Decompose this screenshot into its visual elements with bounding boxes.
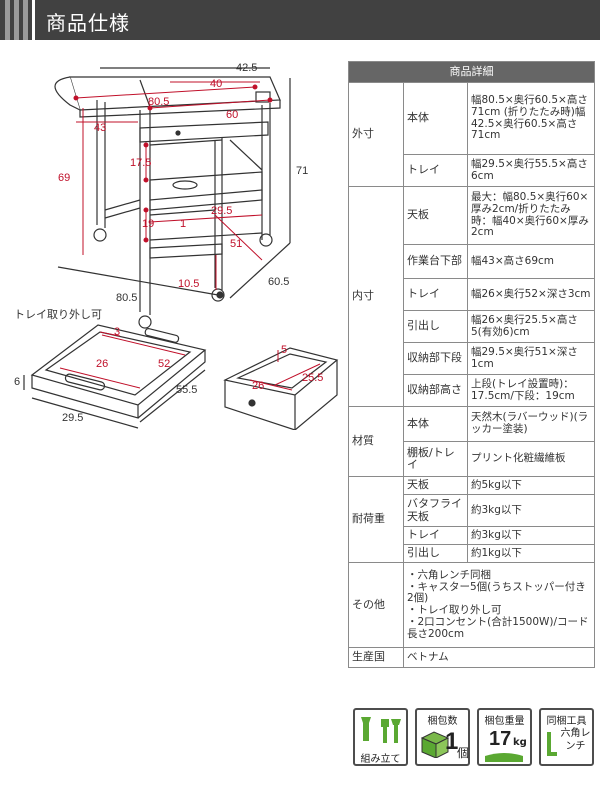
spec-val: 約1kg以下 <box>467 544 595 563</box>
dim-drawer-26: 26 <box>252 380 265 392</box>
dim-69: 69 <box>58 172 71 184</box>
dim-tray-6: 6 <box>14 376 21 388</box>
spec-cat-outer: 外寸 <box>348 82 404 187</box>
spec-val: 幅26×奥行25.5×高さ5(有効6)cm <box>467 310 595 343</box>
spec-sub: トレイ <box>403 278 468 311</box>
spec-val: 天然木(ラバーウッド)(ラッカー塗装) <box>467 406 595 442</box>
dim-drawer-255: 25.5 <box>302 372 324 384</box>
spec-val: 上段(トレイ設置時)：17.5cm/下段：19cm <box>467 374 595 407</box>
info-badges: 組み立て 梱包数 1 個 梱包重量 17 kg 同梱工具 六角レンチ <box>353 708 598 770</box>
spec-table: 商品詳細 外寸 本体 幅80.5×奥行60.5×高さ71cm (折りたたみ時)幅… <box>348 61 595 668</box>
spec-val: 幅43×高さ69cm <box>467 244 595 279</box>
dim-tray-555: 55.5 <box>176 384 198 396</box>
header-stripe <box>5 0 10 40</box>
dim-1: 1 <box>180 218 187 230</box>
spec-sub: バタフライ天板 <box>403 494 468 527</box>
spec-sub: 天板 <box>403 476 468 495</box>
spec-sub: 天板 <box>403 186 468 245</box>
package-weight-label: 梱包重量 <box>484 716 525 727</box>
page-title: 商品仕様 <box>46 11 130 35</box>
spec-sub: 収納部高さ <box>403 374 468 407</box>
spec-val: 幅29.5×奥行51×深さ1cm <box>467 342 595 375</box>
dim-105: 10.5 <box>178 278 200 290</box>
header-stripe <box>32 0 35 40</box>
spec-val: 約3kg以下 <box>467 494 595 527</box>
spec-sub: 本体 <box>403 82 468 155</box>
package-weight-unit: kg <box>513 737 527 748</box>
hex-wrench-icon <box>547 732 557 756</box>
spec-sub: 棚板/トレイ <box>403 441 468 477</box>
spec-val: 幅26×奥行52×深さ3cm <box>467 278 595 311</box>
product-diagram: 42.5 40 80.5 43 60 69 71 17.5 19 1 29.5 … <box>0 50 345 431</box>
header-stripe <box>14 0 19 40</box>
spec-sub: 本体 <box>403 406 468 442</box>
scale-icon <box>485 753 523 762</box>
package-weight-value: 17 <box>489 728 512 750</box>
included-tool-badge: 同梱工具 六角レンチ <box>539 708 594 766</box>
box-icon <box>420 731 450 758</box>
dim-base-805: 80.5 <box>116 292 138 304</box>
spec-sub: 引出し <box>403 310 468 343</box>
spec-cat-inner: 内寸 <box>348 186 404 407</box>
dim-71: 71 <box>296 165 309 177</box>
wagon-drawing <box>23 67 339 431</box>
dim-drawer-5: 5 <box>281 344 288 356</box>
package-count-unit: 個 <box>457 746 470 760</box>
dim-tray-295: 29.5 <box>62 412 84 424</box>
dim-tray-3: 3 <box>114 326 121 338</box>
section-header: 商品仕様 <box>0 0 600 40</box>
header-stripe <box>23 0 28 40</box>
dim-19: 19 <box>142 218 155 230</box>
tools-icon <box>361 717 401 743</box>
tray-caption: トレイ取り外し可 <box>14 308 102 321</box>
dim-295: 29.5 <box>211 205 233 217</box>
dim-base-605: 60.5 <box>268 276 290 288</box>
spec-val: 約3kg以下 <box>467 526 595 545</box>
included-tool-label: 同梱工具 <box>546 716 587 727</box>
spec-val: 約5kg以下 <box>467 476 595 495</box>
spec-val: 幅29.5×奥行55.5×高さ6cm <box>467 154 595 187</box>
spec-val: 最大：幅80.5×奥行60×厚み2cm/折りたたみ時：幅40×奥行60×厚み2c… <box>467 186 595 245</box>
spec-sub: 引出し <box>403 544 468 563</box>
dim-top-40: 40 <box>210 78 223 90</box>
package-count-label: 梱包数 <box>427 716 458 727</box>
assembly-label: 組み立て <box>360 754 401 765</box>
spec-val: プリント化粧繊維板 <box>467 441 595 477</box>
dim-51: 51 <box>230 238 243 250</box>
spec-val-origin: ベトナム <box>403 647 595 668</box>
spec-cat-other: その他 <box>348 562 404 648</box>
spec-cat-load: 耐荷重 <box>348 476 404 563</box>
dim-top-805: 80.5 <box>148 96 170 108</box>
spec-sub: 収納部下段 <box>403 342 468 375</box>
dim-tray-52: 52 <box>158 358 171 370</box>
spec-sub: トレイ <box>403 154 468 187</box>
dim-width-folded: 42.5 <box>236 62 258 74</box>
spec-val-other: ・六角レンチ同梱 ・キャスター5個(うちストッパー付き2個) ・トレイ取り外し可… <box>403 562 595 648</box>
included-tool-value: 六角レンチ <box>560 728 591 752</box>
spec-val: 幅80.5×奥行60.5×高さ71cm (折りたたみ時)幅42.5×奥行60.5… <box>467 82 595 155</box>
package-weight-badge: 梱包重量 17 kg <box>477 708 532 766</box>
spec-header: 商品詳細 <box>348 61 595 83</box>
spec-sub: 作業台下部 <box>403 244 468 279</box>
dim-175: 17.5 <box>130 157 152 169</box>
dim-tray-26: 26 <box>96 358 109 370</box>
spec-cat-material: 材質 <box>348 406 404 477</box>
dim-top-43: 43 <box>94 122 107 134</box>
package-count-badge: 梱包数 1 個 <box>415 708 470 766</box>
spec-sub: トレイ <box>403 526 468 545</box>
package-count-value: 1 <box>445 728 459 755</box>
spec-cat-origin: 生産国 <box>348 647 404 668</box>
assembly-badge: 組み立て <box>353 708 408 766</box>
dim-top-60: 60 <box>226 109 239 121</box>
